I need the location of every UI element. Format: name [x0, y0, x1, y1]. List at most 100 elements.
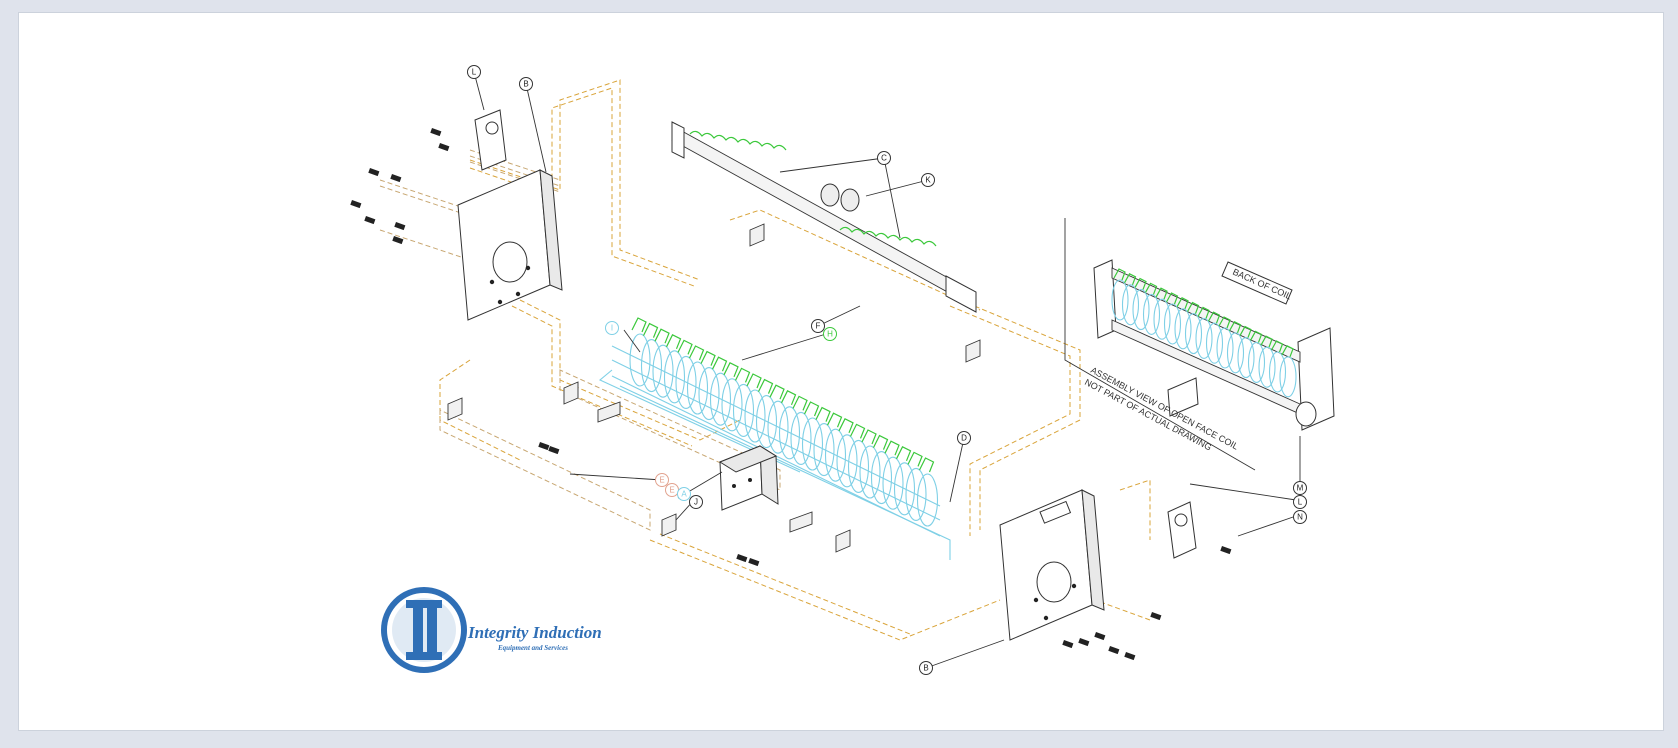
coil-turn: [778, 406, 801, 460]
inset-coil-fin: [1155, 287, 1168, 300]
inset-coil-turn: [1205, 322, 1224, 364]
coil-turn: [652, 344, 674, 398]
coil-turn: [721, 378, 743, 432]
coil-fin: [861, 429, 877, 445]
inset-coil-turn: [1237, 337, 1255, 379]
coil-fin: [642, 322, 659, 338]
coil-turn: [859, 445, 881, 499]
callout-K: K: [921, 173, 935, 187]
inset-coil-fin: [1207, 311, 1221, 324]
svg-text:E: E: [669, 486, 674, 495]
svg-text:E: E: [659, 476, 664, 485]
inset-coil-fin: [1113, 268, 1126, 281]
inset-coil-fin: [1186, 301, 1200, 314]
company-logo: Integrity Induction Equipment and Servic…: [381, 587, 602, 673]
callout-I: I: [605, 321, 619, 335]
coil-turn: [882, 456, 904, 510]
coil-fin: [838, 417, 854, 434]
inset-coil-fin: [1176, 297, 1189, 310]
coil-turn: [916, 473, 939, 527]
bolts-right: [538, 442, 1232, 661]
svg-text:M: M: [1297, 484, 1304, 493]
coil-turn: [698, 367, 720, 421]
inset-coil-turn: [1279, 356, 1297, 398]
coil-turn: [732, 383, 755, 437]
svg-text:L: L: [472, 68, 477, 77]
callout-E2: E: [665, 483, 679, 497]
coil-turn: [675, 355, 697, 409]
coil-turn: [663, 350, 686, 404]
coil-turn: [755, 395, 778, 449]
inset-coil-fin: [1260, 335, 1273, 348]
coil-turn: [640, 339, 663, 393]
callout-D: D: [957, 431, 971, 445]
induction-coil: [598, 317, 951, 560]
inset-coil-fin: [1218, 316, 1231, 329]
coil-turn: [824, 428, 847, 482]
mounting-bracket-L-top: [474, 109, 507, 171]
end-block-B-right: [999, 489, 1105, 641]
callout-A: A: [677, 487, 691, 501]
coil-turn: [836, 434, 858, 488]
assembly-inset-view: BACK OF COIL ASSEMBLY VIEW OF OPEN FACE …: [1064, 218, 1335, 471]
inset-coil-turn: [1163, 303, 1182, 345]
inset-coil-fin: [1270, 340, 1284, 353]
coil-fin: [849, 423, 866, 439]
coil-turn: [893, 462, 916, 516]
coil-fin: [872, 434, 889, 450]
callout-L-right: L: [1293, 495, 1307, 509]
svg-text:I: I: [611, 324, 613, 333]
inset-coil-fin: [1249, 330, 1263, 343]
callout-L-top: L: [467, 65, 481, 79]
callout-M: M: [1293, 481, 1307, 495]
callout-F: F: [811, 319, 825, 333]
coil-fin: [815, 406, 831, 422]
inset-coil-turn: [1153, 298, 1171, 340]
lead-block-A: [718, 445, 779, 511]
callout-B-bottom: B: [919, 661, 933, 675]
coil-fin: [734, 367, 751, 383]
coil-fin: [918, 457, 935, 473]
inset-coil-turn: [1268, 351, 1287, 393]
coil-fin: [826, 412, 843, 428]
svg-text:H: H: [827, 330, 833, 339]
callout-J: J: [689, 495, 703, 509]
inset-coil-fin: [1165, 292, 1179, 305]
inset-coil-turn: [1142, 293, 1161, 335]
inset-coil-turn: [1111, 279, 1129, 321]
svg-text:F: F: [816, 322, 821, 331]
inset-coil-fin: [1197, 306, 1210, 319]
svg-text:C: C: [881, 154, 887, 163]
drawing-frame: [18, 12, 1664, 731]
svg-text:N: N: [1297, 513, 1303, 522]
svg-text:L: L: [1298, 498, 1303, 507]
coil-turn: [686, 361, 709, 415]
coil-fin: [792, 395, 808, 411]
inset-coil-turn: [1132, 289, 1150, 331]
svg-text:J: J: [694, 498, 698, 507]
inset-coil-turn: [1216, 327, 1234, 369]
coil-fin: [757, 378, 774, 394]
coil-fin: [654, 328, 670, 344]
logo-ring-icon: [381, 587, 467, 673]
inset-coil-turn: [1121, 284, 1140, 326]
coil-fin: [769, 384, 785, 400]
svg-text:B: B: [923, 664, 928, 673]
coil-fin: [688, 345, 705, 361]
coil-turn: [709, 372, 732, 426]
svg-text:K: K: [925, 176, 931, 185]
coil-fin: [665, 333, 682, 350]
coil-turn: [870, 451, 893, 505]
coil-fin: [780, 389, 797, 406]
callout-B-top: B: [519, 77, 533, 91]
svg-text:B: B: [523, 80, 528, 89]
mounting-bracket-L-right: [1167, 501, 1197, 559]
upper-rail-assembly: [671, 121, 977, 313]
coil-turn: [744, 389, 766, 443]
coil-turn: [813, 423, 835, 477]
inset-coil-fin: [1144, 282, 1158, 295]
inset-coil-turn: [1258, 346, 1276, 388]
inset-coil-fin: [1123, 273, 1137, 286]
coil-fin: [677, 339, 693, 355]
logo-tagline: Equipment and Services: [497, 644, 568, 652]
